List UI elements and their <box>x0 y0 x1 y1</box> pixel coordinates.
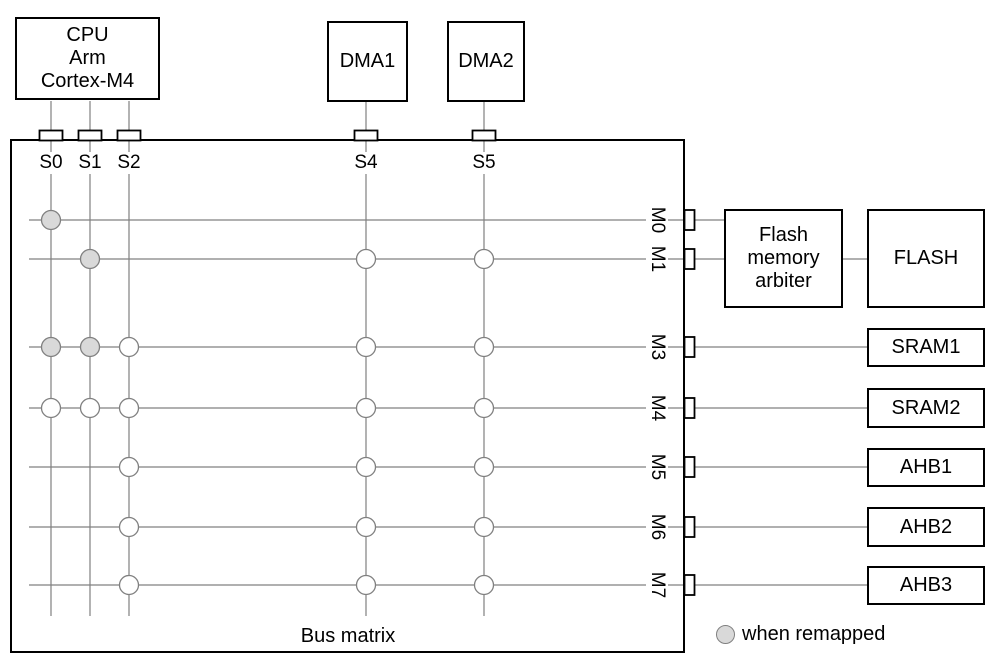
connection-dot <box>355 336 377 358</box>
sram2-label: SRAM2 <box>891 396 961 419</box>
flash-memory-arbiter-box: Flash memory arbiter <box>724 209 843 308</box>
slave-port-label-s2: S2 <box>115 152 143 174</box>
slave-port-label-s0: S0 <box>37 152 65 174</box>
ahb2-label: AHB2 <box>899 515 953 538</box>
cpu-label-line3: Cortex-M4 <box>40 70 135 92</box>
master-port-label-m1: M1 <box>646 243 668 275</box>
ahb2-slave-box: AHB2 <box>867 507 985 547</box>
connection-dot <box>79 397 101 419</box>
connection-dot <box>118 574 140 596</box>
connection-dot <box>355 456 377 478</box>
slave-port-s5 <box>471 129 497 142</box>
connection-dot <box>355 248 377 270</box>
master-port-m3 <box>683 336 696 358</box>
legend-remapped-label: when remapped <box>742 623 886 645</box>
connection-dot <box>118 516 140 538</box>
dma2-label: DMA2 <box>458 50 514 72</box>
cpu-label-line1: CPU <box>66 24 109 46</box>
ahb3-slave-box: AHB3 <box>867 566 985 605</box>
connection-dot-remapped <box>79 336 101 358</box>
connection-dot <box>355 574 377 596</box>
slave-port-label-s5: S5 <box>470 152 498 174</box>
slave-port-s2 <box>116 129 142 142</box>
master-port-m0 <box>683 209 696 231</box>
connection-dot <box>473 397 495 419</box>
master-port-m4 <box>683 397 696 419</box>
bus-matrix-box <box>10 139 685 653</box>
flash-arbiter-line3: arbiter <box>755 270 812 292</box>
connection-dot-remapped <box>79 248 101 270</box>
bus-matrix-caption: Bus matrix <box>300 625 396 647</box>
connection-dot-remapped <box>40 336 62 358</box>
master-port-m6 <box>683 516 696 538</box>
connection-dot <box>118 456 140 478</box>
ahb3-label: AHB3 <box>899 574 953 596</box>
master-port-m5 <box>683 456 696 478</box>
master-port-label-m5: M5 <box>646 451 668 483</box>
slave-port-s0 <box>38 129 64 142</box>
master-port-label-m3: M3 <box>646 331 668 363</box>
slave-port-s4 <box>353 129 379 142</box>
dma1-label: DMA1 <box>339 50 396 72</box>
flash-slave-box: FLASH <box>867 209 985 308</box>
connection-dot <box>473 574 495 596</box>
connection-dot <box>473 516 495 538</box>
master-port-label-m0: M0 <box>646 204 668 236</box>
slave-port-label-s4: S4 <box>352 152 380 174</box>
connection-dot <box>473 248 495 270</box>
master-port-label-m7: M7 <box>646 569 668 601</box>
master-port-m1 <box>683 248 696 270</box>
flash-arbiter-line2: memory <box>747 247 820 269</box>
connection-dot <box>40 397 62 419</box>
ahb1-slave-box: AHB1 <box>867 448 985 487</box>
connection-dot <box>118 397 140 419</box>
master-port-label-m4: M4 <box>646 392 668 424</box>
flash-label: FLASH <box>893 247 959 269</box>
connection-dot-remapped <box>40 209 62 231</box>
sram2-slave-box: SRAM2 <box>867 388 985 428</box>
connection-dot <box>355 397 377 419</box>
cpu-master-box: CPU Arm Cortex-M4 <box>15 17 160 100</box>
connection-dot <box>355 516 377 538</box>
slave-port-label-s1: S1 <box>76 152 104 174</box>
legend-remapped-dot-icon <box>716 625 735 644</box>
connection-dot <box>473 456 495 478</box>
connection-dot <box>473 336 495 358</box>
dma2-master-box: DMA2 <box>447 21 525 102</box>
connection-dot <box>118 336 140 358</box>
dma1-master-box: DMA1 <box>327 21 408 102</box>
cpu-label-line2: Arm <box>69 47 106 69</box>
master-port-m7 <box>683 574 696 596</box>
slave-port-s1 <box>77 129 103 142</box>
sram1-label: SRAM1 <box>891 336 961 358</box>
flash-arbiter-line1: Flash <box>759 224 808 246</box>
sram1-slave-box: SRAM1 <box>867 328 985 367</box>
master-port-label-m6: M6 <box>646 511 668 543</box>
ahb1-label: AHB1 <box>899 456 953 478</box>
